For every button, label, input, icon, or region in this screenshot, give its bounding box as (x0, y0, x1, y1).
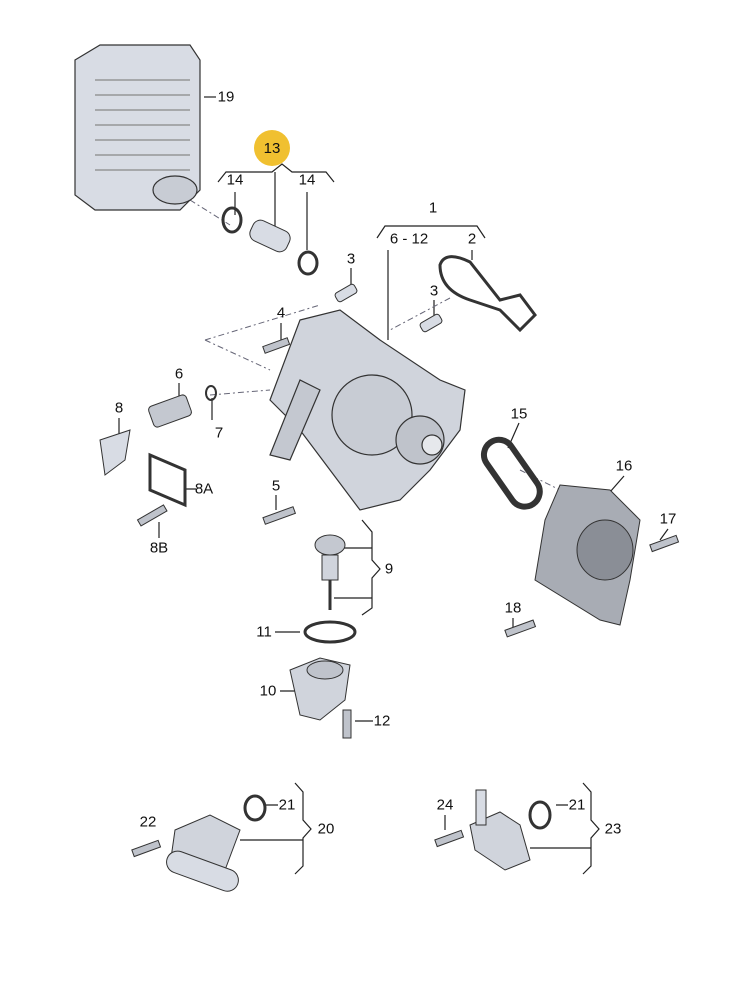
part-label-6: 6 (174, 365, 184, 383)
part-label-11: 11 (256, 623, 272, 641)
part-label-5: 5 (271, 477, 281, 495)
part-label-14: 14 (298, 171, 316, 189)
part-label-18: 18 (504, 599, 522, 617)
part-label-7: 7 (214, 424, 224, 442)
part-label-9: 9 (384, 560, 394, 578)
highlighted-part-13-badge[interactable]: 13 (254, 130, 290, 166)
part-label-8a: 8A (194, 480, 214, 498)
part-label-21: 21 (568, 796, 586, 814)
part-label-8: 8 (114, 399, 124, 417)
part-label-10: 10 (259, 682, 277, 700)
part-label-8b: 8B (149, 539, 169, 557)
part-label-6-12: 6 - 12 (389, 230, 429, 248)
part-label-3: 3 (429, 282, 439, 300)
oil-cooler-part (74, 44, 201, 211)
part-label-13: 13 (263, 139, 281, 157)
part-label-3: 3 (346, 250, 356, 268)
part-label-15: 15 (510, 405, 528, 423)
part-label-17: 17 (659, 510, 677, 528)
part-label-22: 22 (139, 813, 157, 831)
part-label-12: 12 (373, 712, 391, 730)
part-label-24: 24 (436, 796, 454, 814)
part-label-21: 21 (278, 796, 296, 814)
coolant-pump-housing (269, 309, 466, 511)
part-label-19: 19 (217, 88, 235, 106)
part-label-2: 2 (467, 230, 477, 248)
part-label-20: 20 (317, 820, 335, 838)
part-label-14: 14 (226, 171, 244, 189)
part-label-1: 1 (428, 199, 438, 217)
part-label-16: 16 (615, 457, 633, 475)
part-label-4: 4 (276, 304, 286, 322)
part-label-23: 23 (604, 820, 622, 838)
